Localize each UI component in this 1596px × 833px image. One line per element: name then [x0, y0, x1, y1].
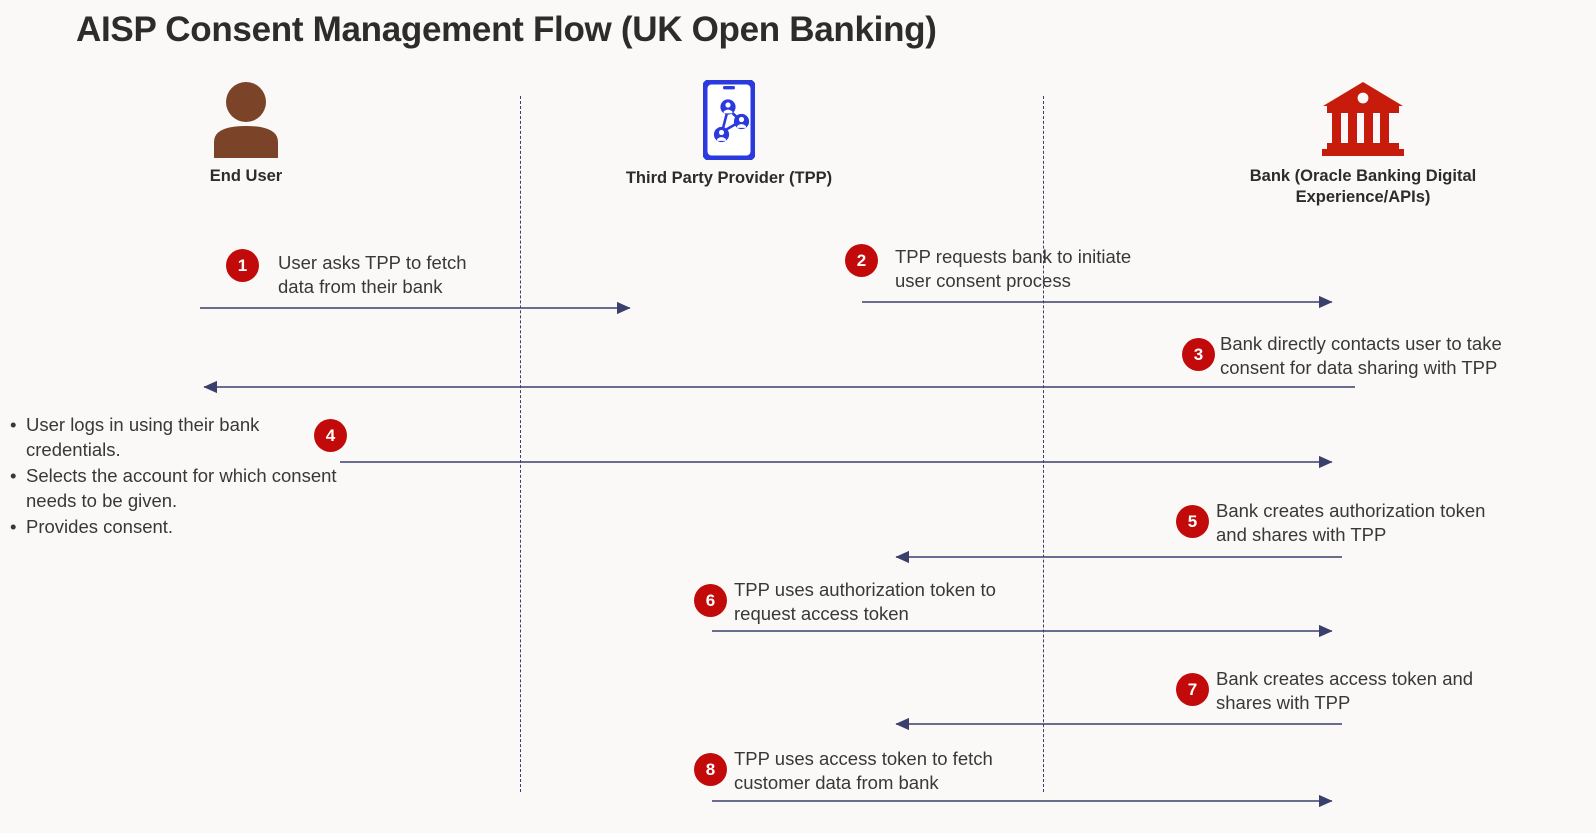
lifeline-third-party-provider — [520, 96, 521, 792]
user-person-icon — [214, 82, 278, 158]
actor-label-bank: Bank (Oracle Banking Digital Experience/… — [1249, 167, 1477, 207]
step-text-6: TPP uses authorization token to request … — [734, 579, 996, 625]
actor-end-user: End User — [146, 82, 346, 187]
bullet-dot-icon: • — [10, 414, 17, 435]
actor-label-end-user: End User — [209, 167, 283, 185]
step-text-1: User asks TPP to fetch data from their b… — [278, 252, 467, 298]
list-item: • User logs in using their bank credenti… — [10, 413, 340, 462]
step-badge-5[interactable]: 5 — [1176, 505, 1209, 538]
bullet-text: Provides consent. — [26, 516, 174, 538]
lifeline-bank — [1043, 96, 1044, 792]
mobile-network-icon — [703, 80, 755, 160]
step-badge-6[interactable]: 6 — [694, 584, 727, 617]
actor-third-party-provider: Third Party Provider (TPP) — [619, 80, 839, 189]
bullet-text: Selects the account for which consent ne… — [26, 465, 337, 511]
list-item: • Provides consent. — [10, 515, 340, 540]
step-badge-3[interactable]: 3 — [1182, 338, 1215, 371]
step-text-2: TPP requests bank to initiate user conse… — [895, 246, 1132, 292]
step-text-5: Bank creates authorization token and sha… — [1216, 500, 1486, 546]
actor-label-third-party-provider: Third Party Provider (TPP) — [625, 169, 833, 187]
step-text-3: Bank directly contacts user to take cons… — [1220, 333, 1502, 379]
bullet-text: User logs in using their bank credential… — [26, 414, 260, 460]
page-title: AISP Consent Management Flow (UK Open Ba… — [76, 10, 937, 49]
step-badge-7[interactable]: 7 — [1176, 673, 1209, 706]
step-badge-8[interactable]: 8 — [694, 753, 727, 786]
list-item: • Selects the account for which consent … — [10, 464, 340, 513]
step-text-8: TPP uses access token to fetch customer … — [734, 748, 993, 794]
bullet-dot-icon: • — [10, 516, 17, 538]
bank-building-icon — [1322, 82, 1404, 156]
step-badge-1[interactable]: 1 — [226, 249, 259, 282]
step-bullet-list-4: • User logs in using their bank credenti… — [10, 413, 340, 542]
step-badge-2[interactable]: 2 — [845, 244, 878, 277]
step-badge-4[interactable]: 4 — [314, 419, 347, 452]
step-text-7: Bank creates access token and shares wit… — [1216, 668, 1474, 714]
bullet-dot-icon: • — [10, 465, 17, 487]
actor-bank: Bank (Oracle Banking Digital Experience/… — [1203, 80, 1523, 208]
